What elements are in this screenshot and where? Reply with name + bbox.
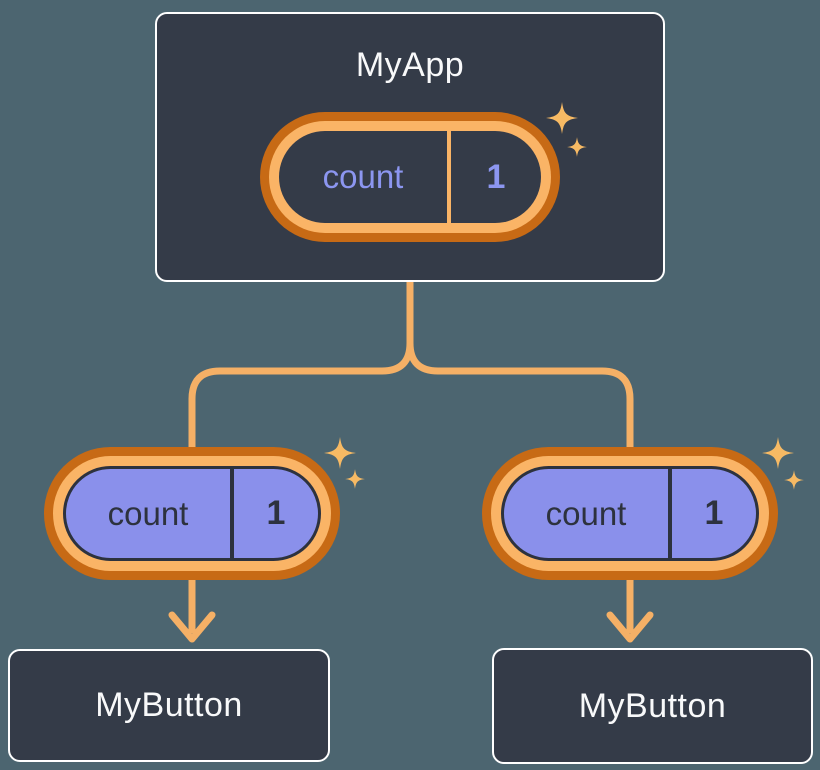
state-pill-ring: count 1 [269, 121, 551, 233]
prop-pill-ring: count 1 [53, 456, 331, 571]
sparkle-icon [784, 470, 804, 490]
mybutton-node-left: MyButton [8, 649, 330, 762]
pill-divider [447, 131, 451, 223]
arrowhead-down-icon [606, 611, 654, 643]
prop-pill-value: 1 [704, 494, 724, 532]
prop-pill-ring: count 1 [491, 456, 769, 571]
prop-pill-label: count [107, 494, 189, 532]
prop-pill-value: 1 [266, 494, 286, 532]
prop-pill-right: count 1 [482, 447, 778, 580]
state-pill-label: count [322, 158, 404, 195]
state-pill-body: count 1 [279, 131, 541, 223]
sparkle-icon [324, 437, 356, 469]
arrowhead-down-icon [168, 611, 216, 643]
state-pill: count 1 [260, 112, 560, 242]
sparkle-icon [762, 437, 794, 469]
prop-pill-label: count [545, 494, 627, 532]
pill-divider [230, 469, 234, 558]
sparkle-icon [345, 469, 365, 489]
mybutton-node-right: MyButton [492, 648, 813, 764]
mybutton-node-title: MyButton [95, 686, 243, 724]
pill-divider [668, 469, 672, 558]
mybutton-node-title: MyButton [578, 686, 727, 725]
prop-pill-left: count 1 [44, 447, 340, 580]
myapp-node-title: MyApp [355, 46, 465, 84]
prop-pill-body: count 1 [501, 466, 759, 561]
prop-pill-body: count 1 [63, 466, 321, 561]
state-pill-value: 1 [486, 157, 506, 196]
